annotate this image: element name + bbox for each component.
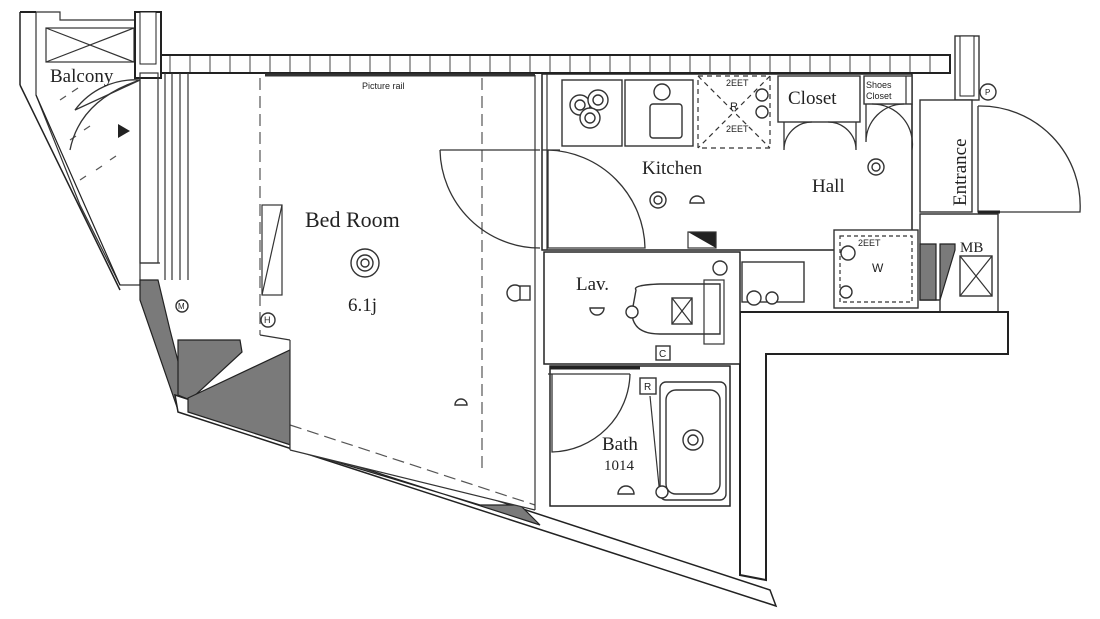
lower-left-wall [177, 339, 243, 401]
bath-door-swing [551, 373, 631, 453]
lav-towel-rack [703, 279, 725, 345]
label-outlet-m: M [178, 302, 185, 311]
bath-r-marker [639, 377, 657, 395]
top-wall-hatch [149, 56, 931, 72]
bath-light-icon [617, 485, 635, 495]
shoes-closet [863, 75, 913, 105]
lav-switch-icon [746, 290, 762, 306]
bedroom-floor [190, 74, 535, 334]
balcony-dashes [59, 87, 117, 181]
top-wall [139, 54, 951, 74]
entrance-step [919, 99, 973, 213]
label-picture-rail: Picture rail [362, 81, 405, 91]
balcony-arrow-icon [118, 124, 130, 138]
bedroom-outlet-icon [454, 398, 468, 406]
entrance-door-swing [977, 105, 1081, 213]
label-bed-room-size: 6.1j [348, 295, 377, 316]
fridge-outlet-icon [755, 88, 769, 102]
label-lav-c: C [659, 349, 666, 360]
label-2eet-fridge-top: 2EET [726, 78, 749, 88]
closet [777, 75, 861, 123]
label-outlet-h: H [264, 315, 271, 325]
label-2eet-washer: 2EET [858, 238, 881, 248]
lav-light-icon [589, 307, 605, 316]
washer-valve-icon [839, 285, 853, 299]
label-hall: Hall [812, 176, 845, 197]
label-bath-r: R [644, 382, 651, 393]
entrance-p-icon [979, 83, 997, 101]
kitchen-outlet-icon [689, 195, 705, 204]
fridge-outlet-icon-2 [755, 105, 769, 119]
label-closet: Closet [788, 88, 837, 109]
label-balcony: Balcony [50, 66, 114, 87]
label-bed-room: Bed Room [305, 207, 400, 232]
label-mb: MB [960, 240, 983, 256]
air-conditioner [261, 204, 283, 296]
label-fridge-r: R [730, 101, 738, 113]
label-lav: Lav. [576, 274, 609, 295]
label-2eet-fridge-bottom: 2EET [726, 124, 749, 134]
balcony-door-swing [74, 79, 141, 111]
refrigerator [697, 75, 771, 149]
bedroom-outlet-h-icon [260, 312, 276, 328]
label-washer-w: W [872, 261, 884, 275]
bedroom-outlet-m-icon [175, 299, 189, 313]
bath-mixer [649, 395, 661, 497]
label-entrance: Entrance [950, 138, 971, 206]
label-shoes-closet-line2: Closet [866, 91, 892, 101]
kitchen-panel [688, 232, 716, 248]
lav-c-marker [655, 345, 671, 361]
right-lower-wall [739, 311, 1009, 582]
label-bath-size: 1014 [604, 458, 635, 474]
label-entrance-p: P [985, 88, 990, 97]
lav-outlet-icon [712, 260, 728, 276]
window-frame [139, 72, 159, 264]
label-shoes-closet-line1: Shoes [866, 80, 892, 90]
kitchen-door-swing [547, 149, 646, 249]
lav-fan-icon [625, 305, 639, 319]
label-bath: Bath [602, 434, 638, 455]
washer-outlet-icon [840, 245, 856, 261]
label-kitchen: Kitchen [642, 158, 703, 179]
